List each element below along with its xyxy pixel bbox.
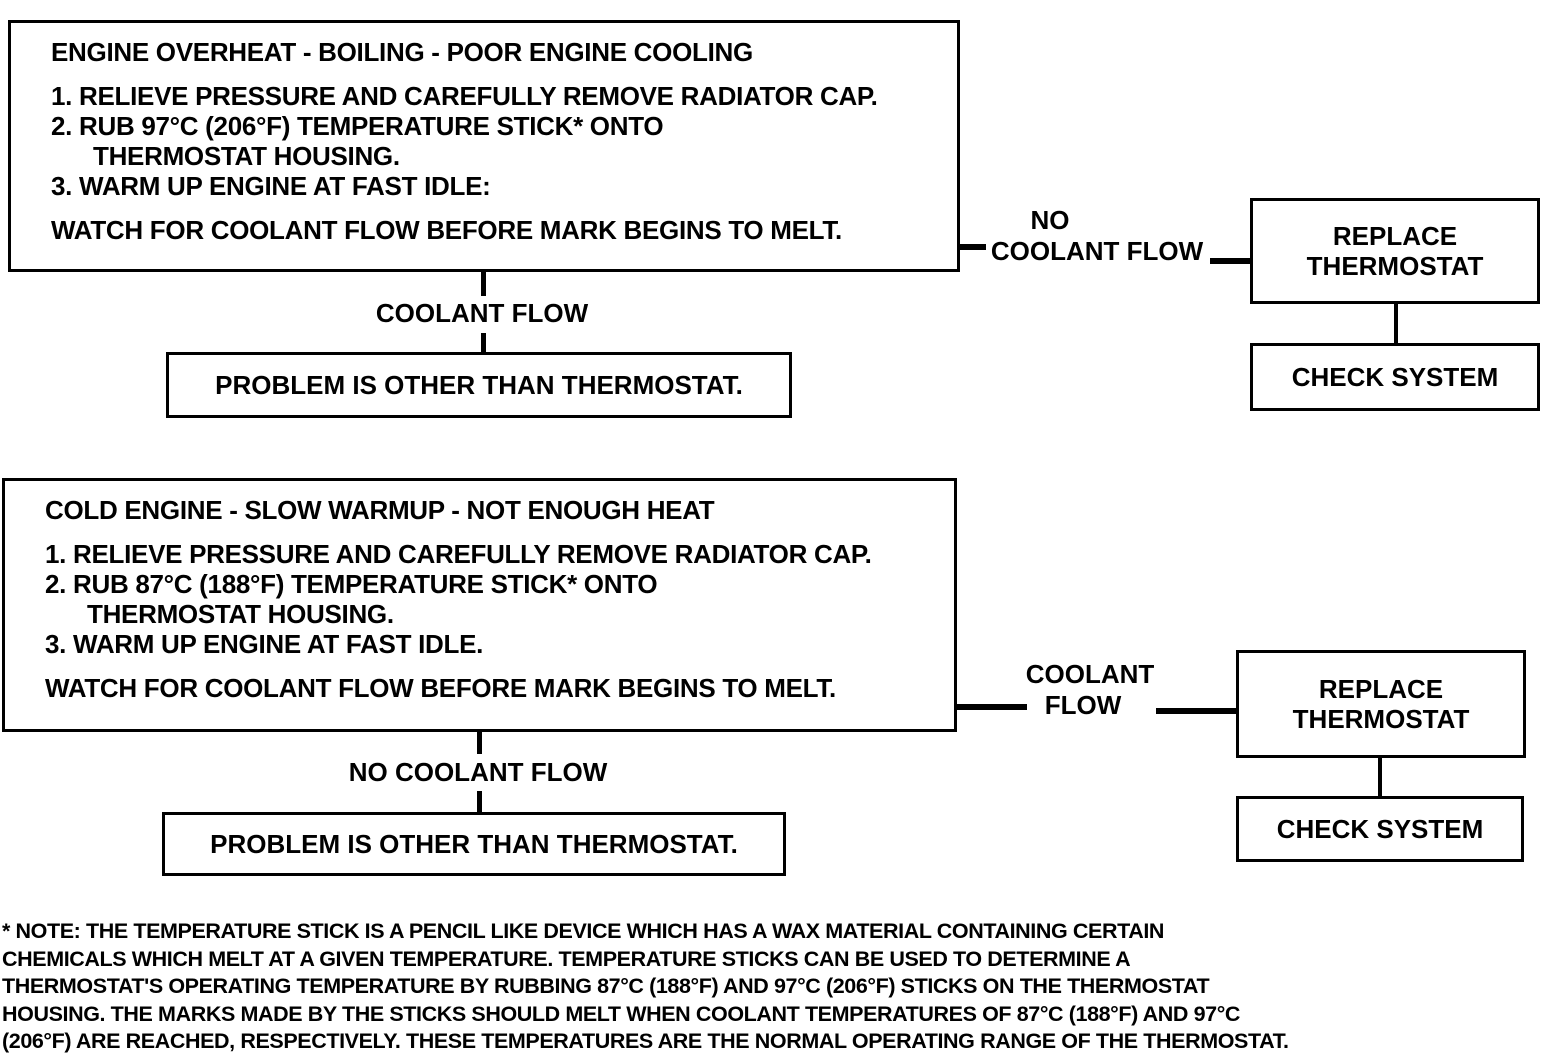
connector-line [477,791,482,813]
overheat-step-2: 2. RUB 97°C (206°F) TEMPERATURE STICK* O… [51,111,664,141]
cold-engine-title: COLD ENGINE - SLOW WARMUP - NOT ENOUGH H… [45,495,715,525]
note-line: (206°F) ARE REACHED, RESPECTIVELY. THESE… [2,1029,1289,1053]
cold-engine-replace-text-1: REPLACE [1318,674,1444,704]
overheat-replace-text-2: THERMOSTAT [1306,251,1484,281]
overheat-down-label: COOLANT FLOW [375,298,589,328]
connector-line [958,244,986,250]
note-line: HOUSING. THE MARKS MADE BY THE STICKS SH… [2,1001,1241,1026]
overheat-other-problem-text: PROBLEM IS OTHER THAN THERMOSTAT. [215,370,743,400]
connector-line [481,333,486,353]
cold-engine-other-problem-box: PROBLEM IS OTHER THAN THERMOSTAT. [162,812,786,876]
overheat-step-1: 1. RELIEVE PRESSURE AND CAREFULLY REMOVE… [51,81,878,111]
cold-engine-step-2-cont: THERMOSTAT HOUSING. [87,599,394,629]
overheat-procedure-box: ENGINE OVERHEAT - BOILING - POOR ENGINE … [8,20,960,272]
cold-engine-right-label-1: COOLANT [1025,659,1155,689]
note-line: * NOTE: THE TEMPERATURE STICK IS A PENCI… [2,919,1165,943]
cold-engine-replace-thermostat-box: REPLACE THERMOSTAT [1236,650,1526,758]
connector-line [1378,758,1382,798]
connector-line [1210,258,1252,264]
overheat-check-system-text: CHECK SYSTEM [1291,362,1499,392]
overheat-watch-instruction: WATCH FOR COOLANT FLOW BEFORE MARK BEGIN… [51,215,842,245]
note-line: THERMOSTAT'S OPERATING TEMPERATURE BY RU… [2,974,1210,998]
cold-engine-down-label: NO COOLANT FLOW [348,757,608,787]
cold-engine-right-label-2: FLOW [1044,690,1122,720]
cold-engine-step-3: 3. WARM UP ENGINE AT FAST IDLE. [45,629,484,659]
note-line: CHEMICALS WHICH MELT AT A GIVEN TEMPERAT… [2,946,1131,971]
connector-line [1156,708,1238,714]
cold-engine-other-problem-text: PROBLEM IS OTHER THAN THERMOSTAT. [210,829,738,859]
connector-line [477,732,482,754]
connector-line [1394,304,1398,344]
overheat-right-label-1: NO [1030,205,1070,235]
cold-engine-step-2: 2. RUB 87°C (188°F) TEMPERATURE STICK* O… [45,569,658,599]
overheat-other-problem-box: PROBLEM IS OTHER THAN THERMOSTAT. [166,352,792,418]
cold-engine-check-system-text: CHECK SYSTEM [1276,814,1484,844]
overheat-right-label-2: COOLANT FLOW [990,236,1204,266]
cold-engine-procedure-box: COLD ENGINE - SLOW WARMUP - NOT ENOUGH H… [2,478,957,732]
overheat-title: ENGINE OVERHEAT - BOILING - POOR ENGINE … [51,37,753,67]
cold-engine-check-system-box: CHECK SYSTEM [1236,796,1524,862]
cold-engine-step-1: 1. RELIEVE PRESSURE AND CAREFULLY REMOVE… [45,539,872,569]
connector-line [955,704,1027,710]
overheat-replace-text-1: REPLACE [1332,221,1458,251]
overheat-step-2-cont: THERMOSTAT HOUSING. [93,141,400,171]
cold-engine-replace-text-2: THERMOSTAT [1292,704,1470,734]
temperature-stick-note: * NOTE: THE TEMPERATURE STICK IS A PENCI… [2,918,1562,1056]
connector-line [481,272,486,296]
cold-engine-watch-instruction: WATCH FOR COOLANT FLOW BEFORE MARK BEGIN… [45,673,836,703]
overheat-step-3: 3. WARM UP ENGINE AT FAST IDLE: [51,171,491,201]
overheat-replace-thermostat-box: REPLACE THERMOSTAT [1250,198,1540,304]
overheat-check-system-box: CHECK SYSTEM [1250,343,1540,411]
